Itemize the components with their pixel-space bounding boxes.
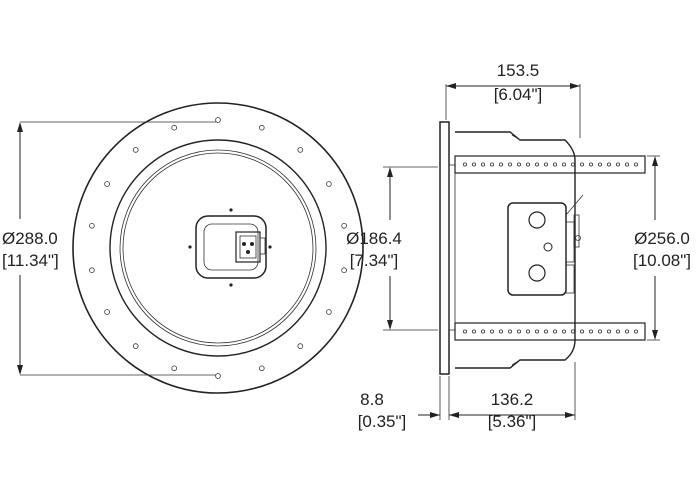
bracket-hole [562, 329, 567, 334]
bracket-hole [526, 329, 531, 334]
dim-bracket-span [647, 155, 660, 341]
bracket-hole [489, 162, 494, 167]
bracket-hole [607, 329, 612, 334]
label-flange-thickness-in: [0.35"] [358, 412, 407, 431]
bracket-hole [526, 162, 531, 167]
dim-outer-diameter [17, 121, 216, 376]
bolt-hole [89, 267, 95, 274]
bolt-hole [104, 309, 110, 315]
front-view [17, 102, 364, 394]
bracket-hole [589, 162, 594, 167]
bracket-hole [580, 329, 585, 334]
bracket-hole [517, 329, 522, 334]
grille-edge-inner [122, 152, 314, 344]
bracket-hole [616, 162, 621, 167]
outer-flange [72, 102, 364, 394]
bolt-holes [89, 117, 347, 379]
dim-cutout-diameter [383, 166, 438, 331]
bracket-hole [507, 162, 512, 167]
bolt-hole [89, 223, 95, 229]
label-bracket-span-mm: Ø256.0 [634, 229, 690, 248]
bracket-hole [517, 162, 522, 167]
side-view [383, 83, 660, 420]
label-outer-diameter-mm: Ø288.0 [2, 229, 58, 248]
bracket-hole [462, 329, 467, 334]
dim-total-depth [445, 83, 581, 138]
bolt-hole [215, 117, 221, 123]
bracket-hole [544, 329, 549, 334]
label-flange-thickness-mm: 8.8 [360, 390, 384, 409]
bracket-hole [580, 162, 585, 167]
bolt-hole [341, 223, 347, 229]
bracket-hole [598, 162, 603, 167]
bolt-hole [132, 343, 139, 349]
mounting-brackets [454, 155, 646, 341]
dim-bottom [418, 362, 576, 420]
flange-lip [448, 164, 456, 331]
bracket-hole [544, 162, 549, 167]
label-body-depth-mm: 136.2 [491, 390, 534, 409]
bracket-hole [571, 329, 576, 334]
bolt-hole [341, 267, 347, 274]
bolt-hole [171, 365, 178, 372]
bracket-hole [634, 162, 639, 167]
bracket-hole [498, 162, 503, 167]
bolt-hole [215, 373, 221, 379]
bolt-hole [326, 181, 332, 187]
bracket-hole [598, 329, 603, 334]
bolt-hole [104, 181, 110, 187]
bracket-hole [553, 329, 558, 334]
label-cutout-diameter-mm: Ø186.4 [346, 229, 402, 248]
bracket-hole [462, 162, 467, 167]
label-total-depth-mm: 153.5 [497, 61, 540, 80]
side-flange [439, 121, 450, 375]
bracket-hole [480, 329, 485, 334]
bolt-hole [258, 124, 265, 131]
bracket-hole [571, 162, 576, 167]
bracket-hole [625, 329, 630, 334]
bolt-hole [258, 365, 265, 372]
bracket-hole [498, 329, 503, 334]
label-bracket-span-in: [10.08"] [633, 251, 691, 270]
bracket-hole [535, 329, 540, 334]
bracket-hole [562, 162, 567, 167]
bolt-hole [132, 147, 139, 153]
bolt-hole [297, 343, 304, 349]
bracket-hole [471, 162, 476, 167]
bracket-hole [634, 329, 639, 334]
bracket-hole [589, 329, 594, 334]
bracket-hole [489, 329, 494, 334]
bracket-hole [480, 162, 485, 167]
label-outer-diameter-in: [11.34"] [2, 251, 59, 270]
bracket-hole [507, 329, 512, 334]
label-total-depth-in: [6.04"] [494, 85, 543, 104]
center-bracket [188, 208, 272, 287]
bracket-hole [471, 329, 476, 334]
junction-box [507, 194, 584, 296]
label-body-depth-in: [5.36"] [488, 412, 537, 431]
bracket-hole [616, 329, 621, 334]
bracket-hole [607, 162, 612, 167]
bolt-hole [297, 147, 304, 153]
bracket-hole [625, 162, 630, 167]
inner-ring [109, 139, 327, 357]
bolt-hole [171, 124, 178, 131]
bracket-hole [535, 162, 540, 167]
bolt-hole [326, 309, 332, 315]
bracket-hole [553, 162, 558, 167]
can-body [455, 131, 576, 369]
grille-edge [119, 149, 317, 347]
label-cutout-diameter-in: [7.34"] [350, 251, 399, 270]
